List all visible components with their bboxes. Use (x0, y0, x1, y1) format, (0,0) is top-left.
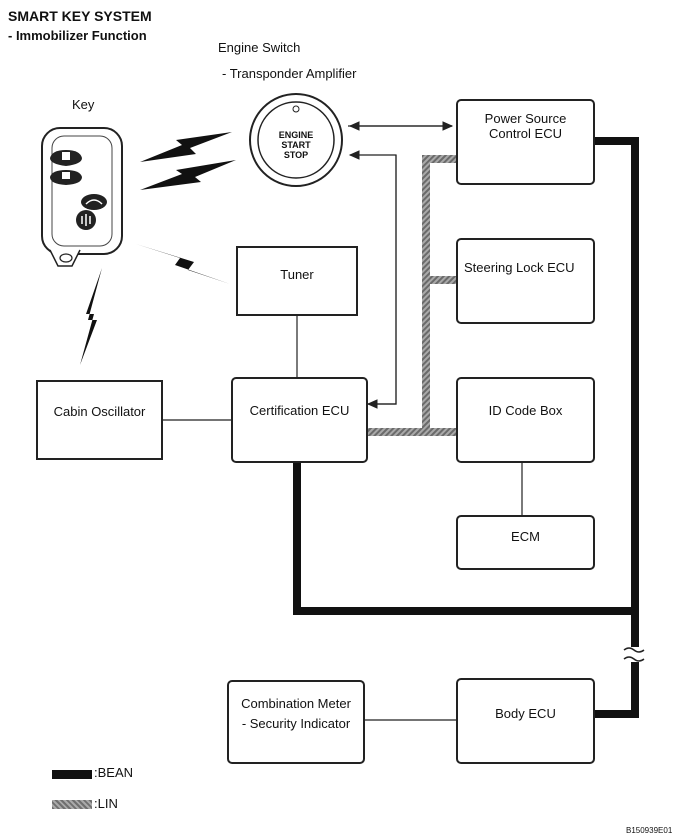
steering-lock-ecu-box: Steering Lock ECU (456, 238, 595, 324)
lin-bus (366, 155, 458, 436)
certification-ecu-box: Certification ECU (231, 377, 368, 463)
engine-button-text: ENGINE START STOP (272, 130, 320, 160)
engine-start-stop-button (249, 93, 343, 187)
id-code-box: ID Code Box (456, 377, 595, 463)
key-label: Key (72, 97, 95, 112)
lin-legend-swatch (52, 800, 92, 809)
cabin-oscillator-box: Cabin Oscillator (36, 380, 163, 460)
combination-meter-line1: Combination Meter (241, 696, 351, 711)
combination-meter-box: Combination Meter - Security Indicator (227, 680, 365, 764)
engine-switch-label: Engine Switch (218, 40, 301, 55)
combination-meter-line2: - Security Indicator (241, 716, 351, 731)
transponder-amplifier-label: - Transponder Amplifier (222, 66, 357, 81)
id-code-box-label: ID Code Box (488, 403, 563, 418)
power-source-control-ecu-box: Power Source Control ECU (456, 99, 595, 185)
certification-ecu-label: Certification ECU (249, 403, 350, 418)
trunk-icon (81, 194, 107, 210)
start-text: START (281, 140, 311, 150)
stop-text: STOP (283, 150, 309, 160)
tuner-box: Tuner (236, 246, 358, 316)
key-blade-icon (59, 253, 73, 263)
ecm-box: ECM (456, 515, 595, 570)
tuner-label: Tuner (280, 267, 314, 282)
smart-key-fob (41, 127, 123, 267)
lin-legend-label: :LIN (94, 796, 118, 811)
diagram-title: SMART KEY SYSTEM (8, 8, 152, 24)
power-source-line1: Power Source (484, 111, 567, 126)
lightning-signal-icon (80, 132, 236, 365)
body-ecu-box: Body ECU (456, 678, 595, 764)
ecm-label: ECM (511, 529, 540, 544)
line-break-icon (623, 647, 645, 662)
cabin-oscillator-label: Cabin Oscillator (53, 404, 146, 419)
thin-connections (163, 121, 523, 721)
bean-legend-label: :BEAN (94, 765, 134, 780)
body-ecu-label: Body ECU (495, 706, 556, 721)
steering-lock-label: Steering Lock ECU (464, 260, 575, 275)
bean-legend-swatch (52, 770, 92, 779)
engine-text: ENGINE (278, 130, 314, 140)
figure-code: B150939E01 (626, 826, 673, 835)
diagram-subtitle: - Immobilizer Function (8, 28, 147, 43)
power-source-line2: Control ECU (489, 126, 562, 141)
bean-bus (293, 137, 639, 718)
